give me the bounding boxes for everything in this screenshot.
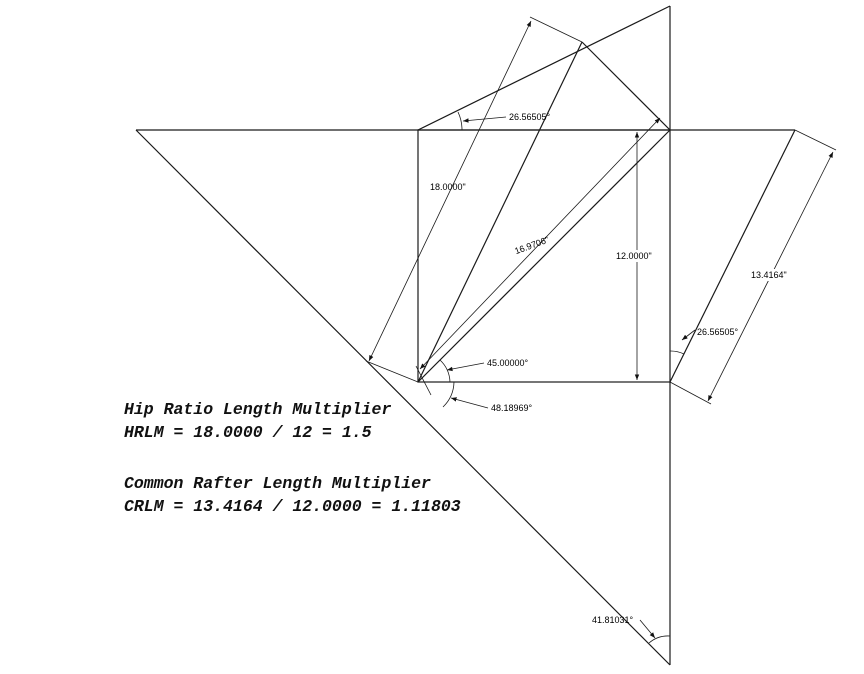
- angle-48-label: 48.18969°: [491, 403, 533, 413]
- common-rafter-line: [669, 129, 796, 383]
- hip-length-label: 18.0000": [430, 182, 466, 192]
- rise-label: 12.0000": [616, 251, 652, 261]
- long-diagonal-line: [135, 129, 671, 666]
- hip-length-dimension: 18.0000": [365, 16, 583, 383]
- hip-formula: HRLM = 18.0000 / 12 = 1.5: [124, 423, 372, 442]
- angle-top: 26.56505°: [457, 111, 551, 131]
- hip-connector-line: [581, 41, 671, 131]
- angle-right-label: 26.56505°: [697, 327, 739, 337]
- common-title: Common Rafter Length Multiplier: [124, 474, 431, 493]
- angle-right: 26.56505°: [669, 327, 739, 355]
- angle-45-label: 45.00000°: [487, 358, 529, 368]
- angle-top-label: 26.56505°: [509, 112, 551, 122]
- common-rafter-label: 13.4164": [751, 270, 787, 280]
- angle-41: 41.81031°: [592, 615, 671, 644]
- common-rafter-dimension: 13.4164": [669, 129, 837, 405]
- hip-run-label: 16.9706": [513, 235, 550, 257]
- hip-title: Hip Ratio Length Multiplier: [124, 400, 392, 419]
- hip-rafter-line: [417, 41, 583, 383]
- angle-45: 45.00000°: [439, 358, 529, 383]
- rise-dimension: 12.0000": [614, 129, 670, 380]
- common-formula: CRLM = 13.4164 / 12.0000 = 1.11803: [124, 497, 461, 516]
- angle-48: 48.18969°: [442, 381, 533, 413]
- formula-notes: Hip Ratio Length Multiplier HRLM = 18.00…: [124, 398, 461, 518]
- angle-41-label: 41.81031°: [592, 615, 634, 625]
